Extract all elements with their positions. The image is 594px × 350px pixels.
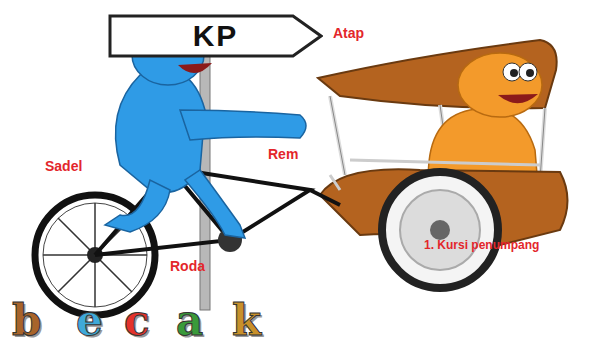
title-letter: b — [12, 296, 41, 345]
part-label: Sadel — [45, 158, 82, 174]
sign-text: KP — [108, 19, 323, 53]
title-letter: a — [176, 296, 203, 345]
part-label: Roda — [170, 258, 205, 274]
part-label: Atap — [333, 25, 364, 41]
title-letter: k — [232, 296, 261, 345]
part-label: Rem — [268, 146, 298, 162]
part-label: 1. Kursi penumpang — [424, 238, 539, 252]
passenger-wheel — [382, 172, 498, 288]
title-letter: c — [124, 296, 150, 345]
roof-canopy — [318, 40, 557, 108]
title-letter: e — [76, 296, 103, 345]
direction-sign: KP — [108, 12, 323, 60]
